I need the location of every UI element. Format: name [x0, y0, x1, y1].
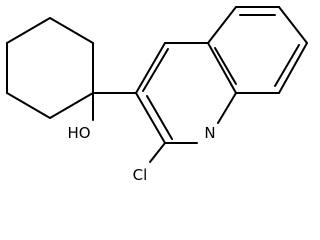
structure-diagram: HO Cl N — [6, 6, 308, 184]
bond — [278, 42, 308, 94]
chlorine-label: Cl — [133, 166, 148, 184]
nitrogen-label: N — [204, 124, 215, 142]
bond-c-cl — [149, 142, 166, 163]
bond — [207, 6, 237, 44]
pyridine-ring — [135, 42, 237, 144]
bond — [217, 92, 237, 124]
hydroxyl-label: HO — [67, 124, 90, 142]
bond — [135, 42, 166, 94]
bond — [135, 92, 166, 144]
bond — [207, 42, 237, 94]
benzene-ring — [207, 6, 308, 94]
bond — [142, 48, 169, 92]
bond — [278, 6, 308, 44]
bond — [146, 95, 173, 140]
bond — [6, 17, 51, 44]
bond — [49, 92, 94, 119]
molecule-drawing: HO Cl N — [6, 6, 308, 184]
bond — [214, 47, 237, 85]
bond — [49, 17, 94, 44]
cyclohexane-ring — [6, 17, 94, 119]
bond — [274, 44, 300, 87]
bond — [6, 92, 51, 119]
